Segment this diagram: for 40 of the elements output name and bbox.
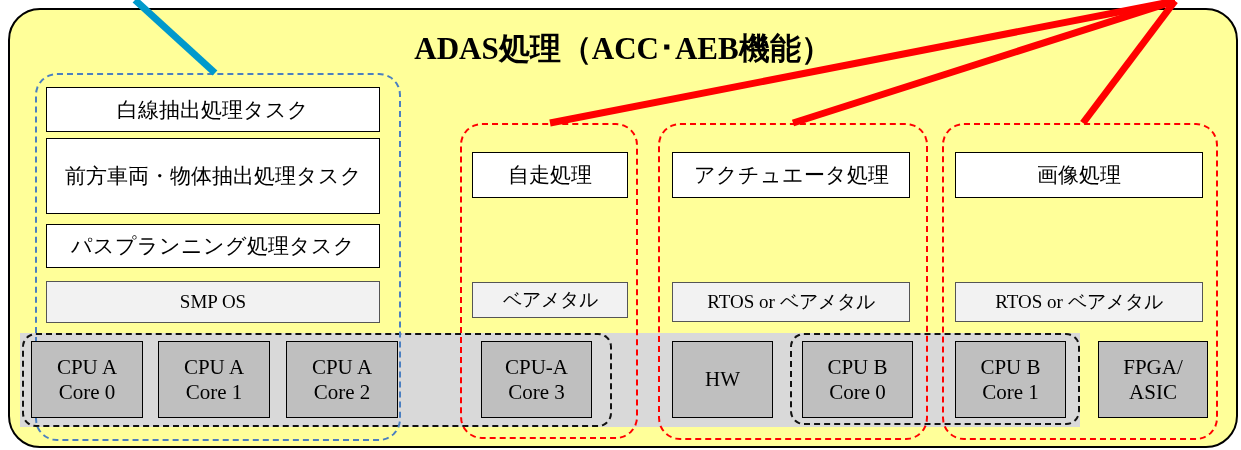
task-label: 画像処理 [1037, 162, 1121, 189]
core-label: CPU B Core 1 [979, 354, 1042, 405]
task-box [46, 87, 380, 132]
core-box [158, 341, 270, 418]
core-box [286, 341, 398, 418]
connector-line [791, 0, 1177, 127]
task-label: 前方車両・物体抽出処理タスク [64, 163, 362, 190]
task-box [472, 152, 628, 198]
core-label: CPU A Core 1 [182, 354, 246, 405]
os-label: RTOS or ベアメタル [995, 290, 1163, 314]
os-box [472, 282, 628, 318]
task-label: 自走処理 [508, 162, 592, 189]
core-box [802, 341, 913, 418]
os-label: SMP OS [179, 291, 247, 313]
core-box [481, 341, 592, 418]
task-label: 白線抽出処理タスク [117, 96, 309, 124]
panel-heading: ADAS処理（ACC･AEB機能） [414, 30, 832, 68]
core-label: CPU B Core 0 [826, 354, 889, 405]
task-label: パスプランニング処理タスク [71, 233, 355, 260]
connector-line [132, 0, 218, 76]
os-box [672, 282, 910, 322]
core-label: HW [705, 367, 740, 392]
core-label: CPU A Core 2 [310, 354, 374, 405]
core-label: FPGA/ ASIC [1122, 354, 1184, 405]
task-box [46, 224, 380, 268]
core-box [672, 341, 773, 418]
os-box [46, 281, 380, 323]
connector-line [1080, 0, 1178, 126]
core-box [1098, 341, 1208, 418]
task-label: アクチュエータ処理 [693, 162, 889, 189]
core-label: CPU A Core 0 [55, 354, 119, 405]
os-label: RTOS or ベアメタル [707, 290, 875, 314]
core-box [31, 341, 143, 418]
os-box [955, 282, 1203, 322]
task-box [672, 152, 910, 198]
task-box [46, 138, 380, 214]
os-label: ベアメタル [502, 288, 598, 312]
core-box [955, 341, 1066, 418]
core-label: CPU-A Core 3 [504, 354, 569, 405]
task-box [955, 152, 1203, 198]
